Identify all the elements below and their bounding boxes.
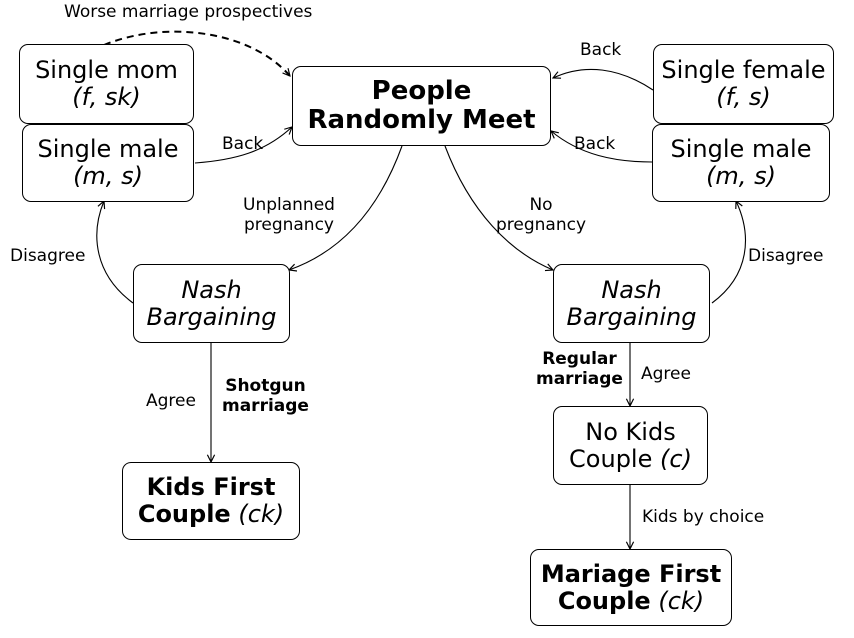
node-line: Single female	[661, 56, 826, 85]
label-worse-marriage: Worse marriage prospectives	[64, 2, 313, 22]
edge-back-left	[194, 127, 292, 164]
label-back-right-top: Back	[580, 40, 622, 60]
kids-first-couple-node: Kids First Couple (ck)	[122, 462, 300, 540]
people-randomly-meet-node: People Randomly Meet	[292, 66, 551, 146]
node-line: Bargaining	[146, 302, 277, 331]
label-line: No	[529, 195, 553, 215]
mariage-first-couple-node: Mariage First Couple (ck)	[530, 549, 732, 626]
node-line: Single male	[670, 135, 812, 164]
label-disagree-left: Disagree	[10, 246, 86, 266]
node-vars: (c)	[660, 444, 692, 473]
node-line: Mariage First	[540, 559, 722, 588]
node-vars: (m, s)	[706, 162, 776, 190]
node-line: Kids First	[146, 473, 276, 502]
node-line: Single mom	[35, 56, 178, 85]
node-line: People	[371, 75, 472, 106]
edge-unplanned-pregnancy	[289, 145, 403, 270]
edge-no-pregnancy	[444, 145, 553, 270]
single-mom-node: Single mom (f, sk)	[19, 44, 194, 124]
label-agree-right: Agree	[641, 364, 691, 384]
label-shotgun-marriage: Shotgun marriage	[222, 376, 309, 417]
label-agree-left: Agree	[146, 391, 196, 411]
label-line: Shotgun	[225, 376, 306, 396]
label-regular-marriage: Regular marriage	[536, 349, 623, 390]
label-line: Regular	[542, 349, 617, 369]
node-line: Couple	[137, 500, 231, 528]
label-line: Unplanned	[243, 195, 335, 215]
edge-back-right-bottom	[551, 131, 653, 163]
node-line: Randomly Meet	[307, 105, 536, 135]
label-no-pregnancy: No pregnancy	[496, 195, 586, 236]
node-line: Nash	[181, 275, 242, 304]
node-vars: (ck)	[238, 500, 285, 528]
edge-worse-marriage	[103, 30, 290, 76]
edge-back-right-top	[553, 68, 654, 91]
label-back-left: Back	[222, 134, 264, 154]
node-line: Couple	[569, 444, 653, 473]
node-line: Nash	[601, 275, 662, 304]
edge-disagree-right	[711, 201, 746, 304]
node-vars: (f, s)	[716, 83, 771, 111]
label-line: pregnancy	[243, 215, 334, 236]
single-female-node: Single female (f, s)	[653, 44, 834, 124]
label-disagree-right: Disagree	[748, 246, 824, 266]
label-kids-by-choice: Kids by choice	[642, 507, 765, 527]
node-line: Couple	[557, 586, 651, 615]
label-unplanned-pregnancy: Unplanned pregnancy	[243, 195, 335, 236]
label-back-right-bottom: Back	[574, 134, 616, 154]
node-vars: (m, s)	[73, 162, 143, 190]
nash-bargaining-right-node: Nash Bargaining	[553, 264, 710, 343]
single-male-left-node: Single male (m, s)	[22, 124, 194, 202]
node-line: Bargaining	[566, 302, 697, 331]
label-line: marriage	[536, 369, 623, 390]
nash-bargaining-left-node: Nash Bargaining	[133, 264, 290, 343]
no-kids-couple-node: No Kids Couple (c)	[553, 406, 708, 485]
label-line: pregnancy	[496, 215, 587, 236]
single-male-right-node: Single male (m, s)	[652, 124, 830, 202]
label-line: marriage	[222, 396, 309, 417]
node-line: No Kids	[585, 417, 676, 446]
edge-disagree-left	[96, 201, 134, 304]
node-vars: (f, sk)	[72, 83, 141, 111]
node-vars: (ck)	[658, 586, 705, 615]
node-line: Single male	[37, 135, 179, 164]
